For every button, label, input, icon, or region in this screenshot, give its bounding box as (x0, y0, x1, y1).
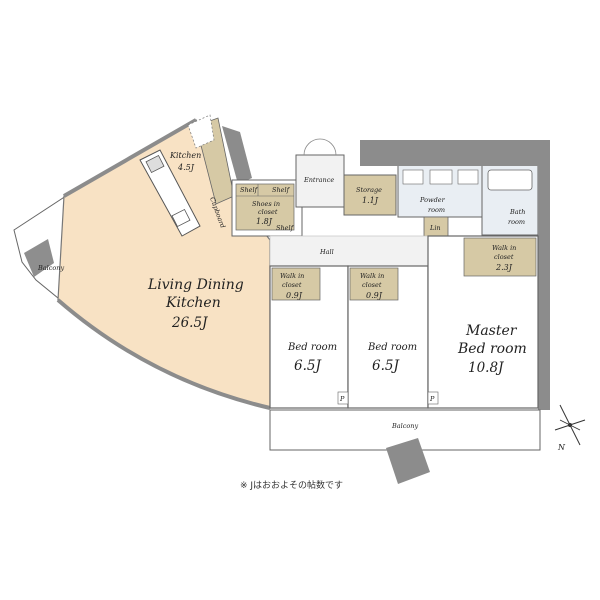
wic-master-label-2: closet (494, 253, 514, 261)
shoes-closet-label-2: closet (258, 208, 278, 216)
storage-size: 1.1J (362, 196, 379, 205)
balcony-left (13, 195, 74, 301)
bed1-size: 6.5J (294, 358, 322, 374)
footnote: ※ Jはおおよその帖数です (240, 479, 343, 491)
bath-room-label-2: room (508, 218, 525, 226)
master-label-1: Master (465, 323, 518, 339)
wic2-label-1: Walk in (360, 272, 384, 280)
bed2-size: 6.5J (372, 358, 400, 374)
lin-label: Lin (429, 224, 441, 232)
balcony-bottom-label: Balcony (391, 422, 418, 430)
ldk-label-1: Living Dining (147, 277, 244, 293)
p-mark-2: P (429, 395, 435, 403)
wic-master-size: 2.3J (495, 263, 513, 272)
compass-icon (554, 404, 586, 446)
pillar (222, 126, 252, 184)
hall-label: Hall (319, 248, 334, 256)
powder-room-label-1: Powder (419, 196, 446, 204)
bed1-label: Bed room (287, 342, 337, 353)
core (231, 138, 550, 410)
kitchen-size: 4.5J (177, 163, 195, 172)
shoes-closet-label-1: Shoes in (252, 200, 280, 208)
ldk-size: 26.5J (171, 315, 209, 331)
bed2-label: Bed room (367, 342, 417, 353)
entrance-label: Entrance (303, 176, 334, 184)
wic1-size: 0.9J (286, 291, 303, 300)
shelf-label-3: Shelf (276, 224, 295, 232)
bath-room-label-1: Bath (509, 208, 525, 216)
ldk-label-2: Kitchen (165, 295, 221, 311)
wic1-label-2: closet (282, 281, 302, 289)
balcony-bottom (269, 409, 541, 484)
wic2-size: 0.9J (366, 291, 383, 300)
p-mark-1: P (339, 395, 345, 403)
wic2-label-2: closet (362, 281, 382, 289)
balcony-left-label: Balcony (37, 264, 64, 272)
powder-room-label-2: room (428, 206, 445, 214)
master-size: 10.8J (468, 360, 505, 376)
shelf-label-2: Shelf (272, 186, 291, 194)
wic-master-label-1: Walk in (492, 244, 516, 252)
ldk-area (56, 114, 271, 410)
bedrooms (269, 235, 539, 409)
shoes-closet-size: 1.8J (256, 217, 273, 226)
shelf-label-1: Shelf (240, 186, 259, 194)
wic1-label-1: Walk in (280, 272, 304, 280)
master-label-2: Bed room (457, 341, 527, 357)
kitchen-label: Kitchen (169, 151, 201, 160)
storage-label: Storage (356, 186, 382, 194)
compass-north: N (557, 443, 566, 452)
